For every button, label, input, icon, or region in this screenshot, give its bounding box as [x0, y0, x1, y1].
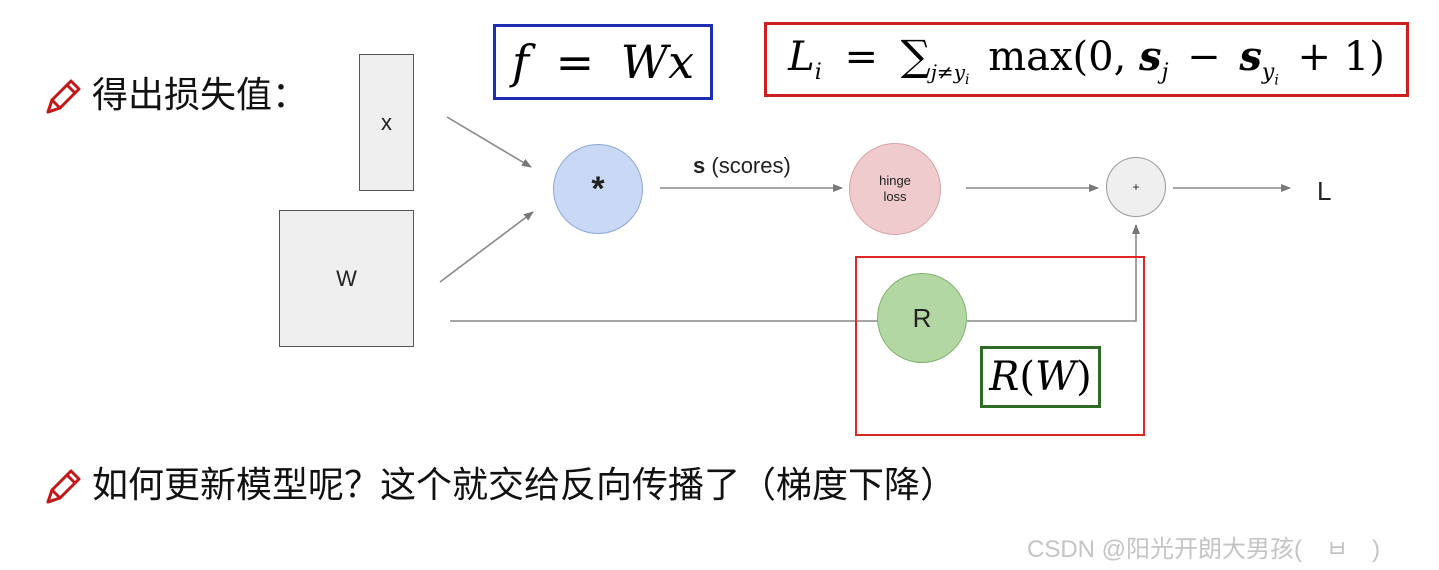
weight-w-label: W — [336, 265, 357, 291]
loss-formula: Li = ∑j≠yi max(0, sj − syi + 1) — [788, 31, 1385, 88]
formula-sub-i: i — [814, 59, 822, 85]
formula-minus: − — [1187, 33, 1221, 80]
scores-label-text: (scores) — [705, 153, 791, 178]
heading-loss: 得出损失值： — [92, 75, 309, 116]
scores-label: s (scores) — [693, 153, 791, 179]
formula-eq: = — [555, 35, 595, 89]
formula-plus-one: + 1) — [1297, 33, 1385, 80]
formula-sum-sub-y: y — [953, 59, 965, 84]
hinge-loss-line1: hinge — [879, 172, 911, 188]
formula-eq: = — [844, 33, 879, 80]
formula-lparen: ( — [1019, 354, 1035, 400]
formula-rparen: ) — [1076, 354, 1092, 400]
formula-sum: ∑ — [900, 30, 931, 80]
multiply-node: * — [553, 144, 643, 234]
loss-formula-box: Li = ∑j≠yi max(0, sj − syi + 1) — [764, 22, 1409, 97]
formula-lparen: (0, — [1072, 33, 1127, 80]
score-formula-box: f = Wx — [493, 24, 713, 100]
formula-sum-sub-j: j — [930, 59, 937, 84]
formula-max: max — [988, 33, 1073, 80]
sum-label: + — [1132, 180, 1140, 194]
edge-w-to-mult — [439, 211, 534, 283]
hinge-loss-node: hinge loss — [849, 143, 941, 235]
scores-label-bold: s — [693, 153, 706, 178]
formula-var-L: L — [788, 33, 815, 80]
csdn-watermark: CSDN @阳光开朗大男孩( ㅂ ) — [1027, 536, 1381, 563]
sum-node: + — [1106, 157, 1166, 217]
regularization-highlight-box — [855, 256, 1145, 436]
formula-var-x: x — [668, 35, 695, 89]
regularization-node: R — [877, 273, 967, 363]
input-x-box: x — [359, 54, 414, 191]
formula-s2: s — [1239, 32, 1262, 80]
formula-s2-sub-y: y — [1261, 59, 1275, 85]
input-x-label: x — [381, 109, 392, 135]
weight-w-box: W — [279, 210, 414, 347]
heading-update: 如何更新模型呢？这个就交给反向传播了（梯度下降） — [92, 465, 957, 506]
hinge-loss-line2: loss — [883, 189, 907, 204]
formula-s1: s — [1139, 32, 1162, 80]
formula-sum-sub-yi: i — [965, 71, 970, 88]
reg-formula: R(W) — [989, 354, 1091, 400]
formula-var-W: W — [1035, 354, 1077, 400]
pencil-icon — [46, 79, 81, 114]
output-label: L — [1317, 176, 1332, 206]
edge-x-to-mult — [446, 116, 532, 168]
formula-s1-sub: j — [1161, 59, 1169, 85]
reg-formula-box: R(W) — [980, 346, 1101, 408]
formula-sum-sub-neq: ≠ — [936, 59, 954, 84]
regularization-label: R — [912, 302, 932, 333]
pencil-icon — [46, 469, 81, 504]
formula-var-R: R — [989, 354, 1020, 400]
formula-var-f: f — [511, 35, 529, 89]
score-formula: f = Wx — [512, 35, 694, 89]
formula-s2-sub-i: i — [1274, 72, 1279, 89]
multiply-label: * — [591, 169, 605, 208]
formula-var-W: W — [620, 35, 669, 89]
